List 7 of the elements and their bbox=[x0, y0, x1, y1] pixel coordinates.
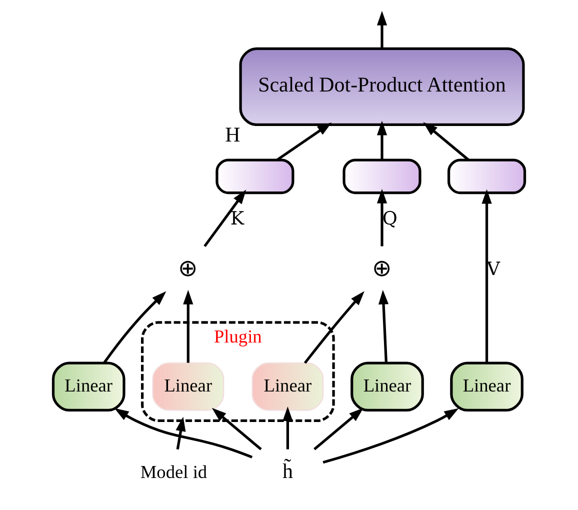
edge-label: K bbox=[230, 208, 244, 230]
edge-label: V bbox=[486, 258, 500, 280]
node-text: ⊕ bbox=[178, 256, 198, 282]
node-text: ⊕ bbox=[372, 256, 392, 282]
node-text: Model id bbox=[140, 462, 208, 482]
node-text: h̃ bbox=[282, 459, 293, 484]
node-label: H bbox=[225, 122, 240, 146]
